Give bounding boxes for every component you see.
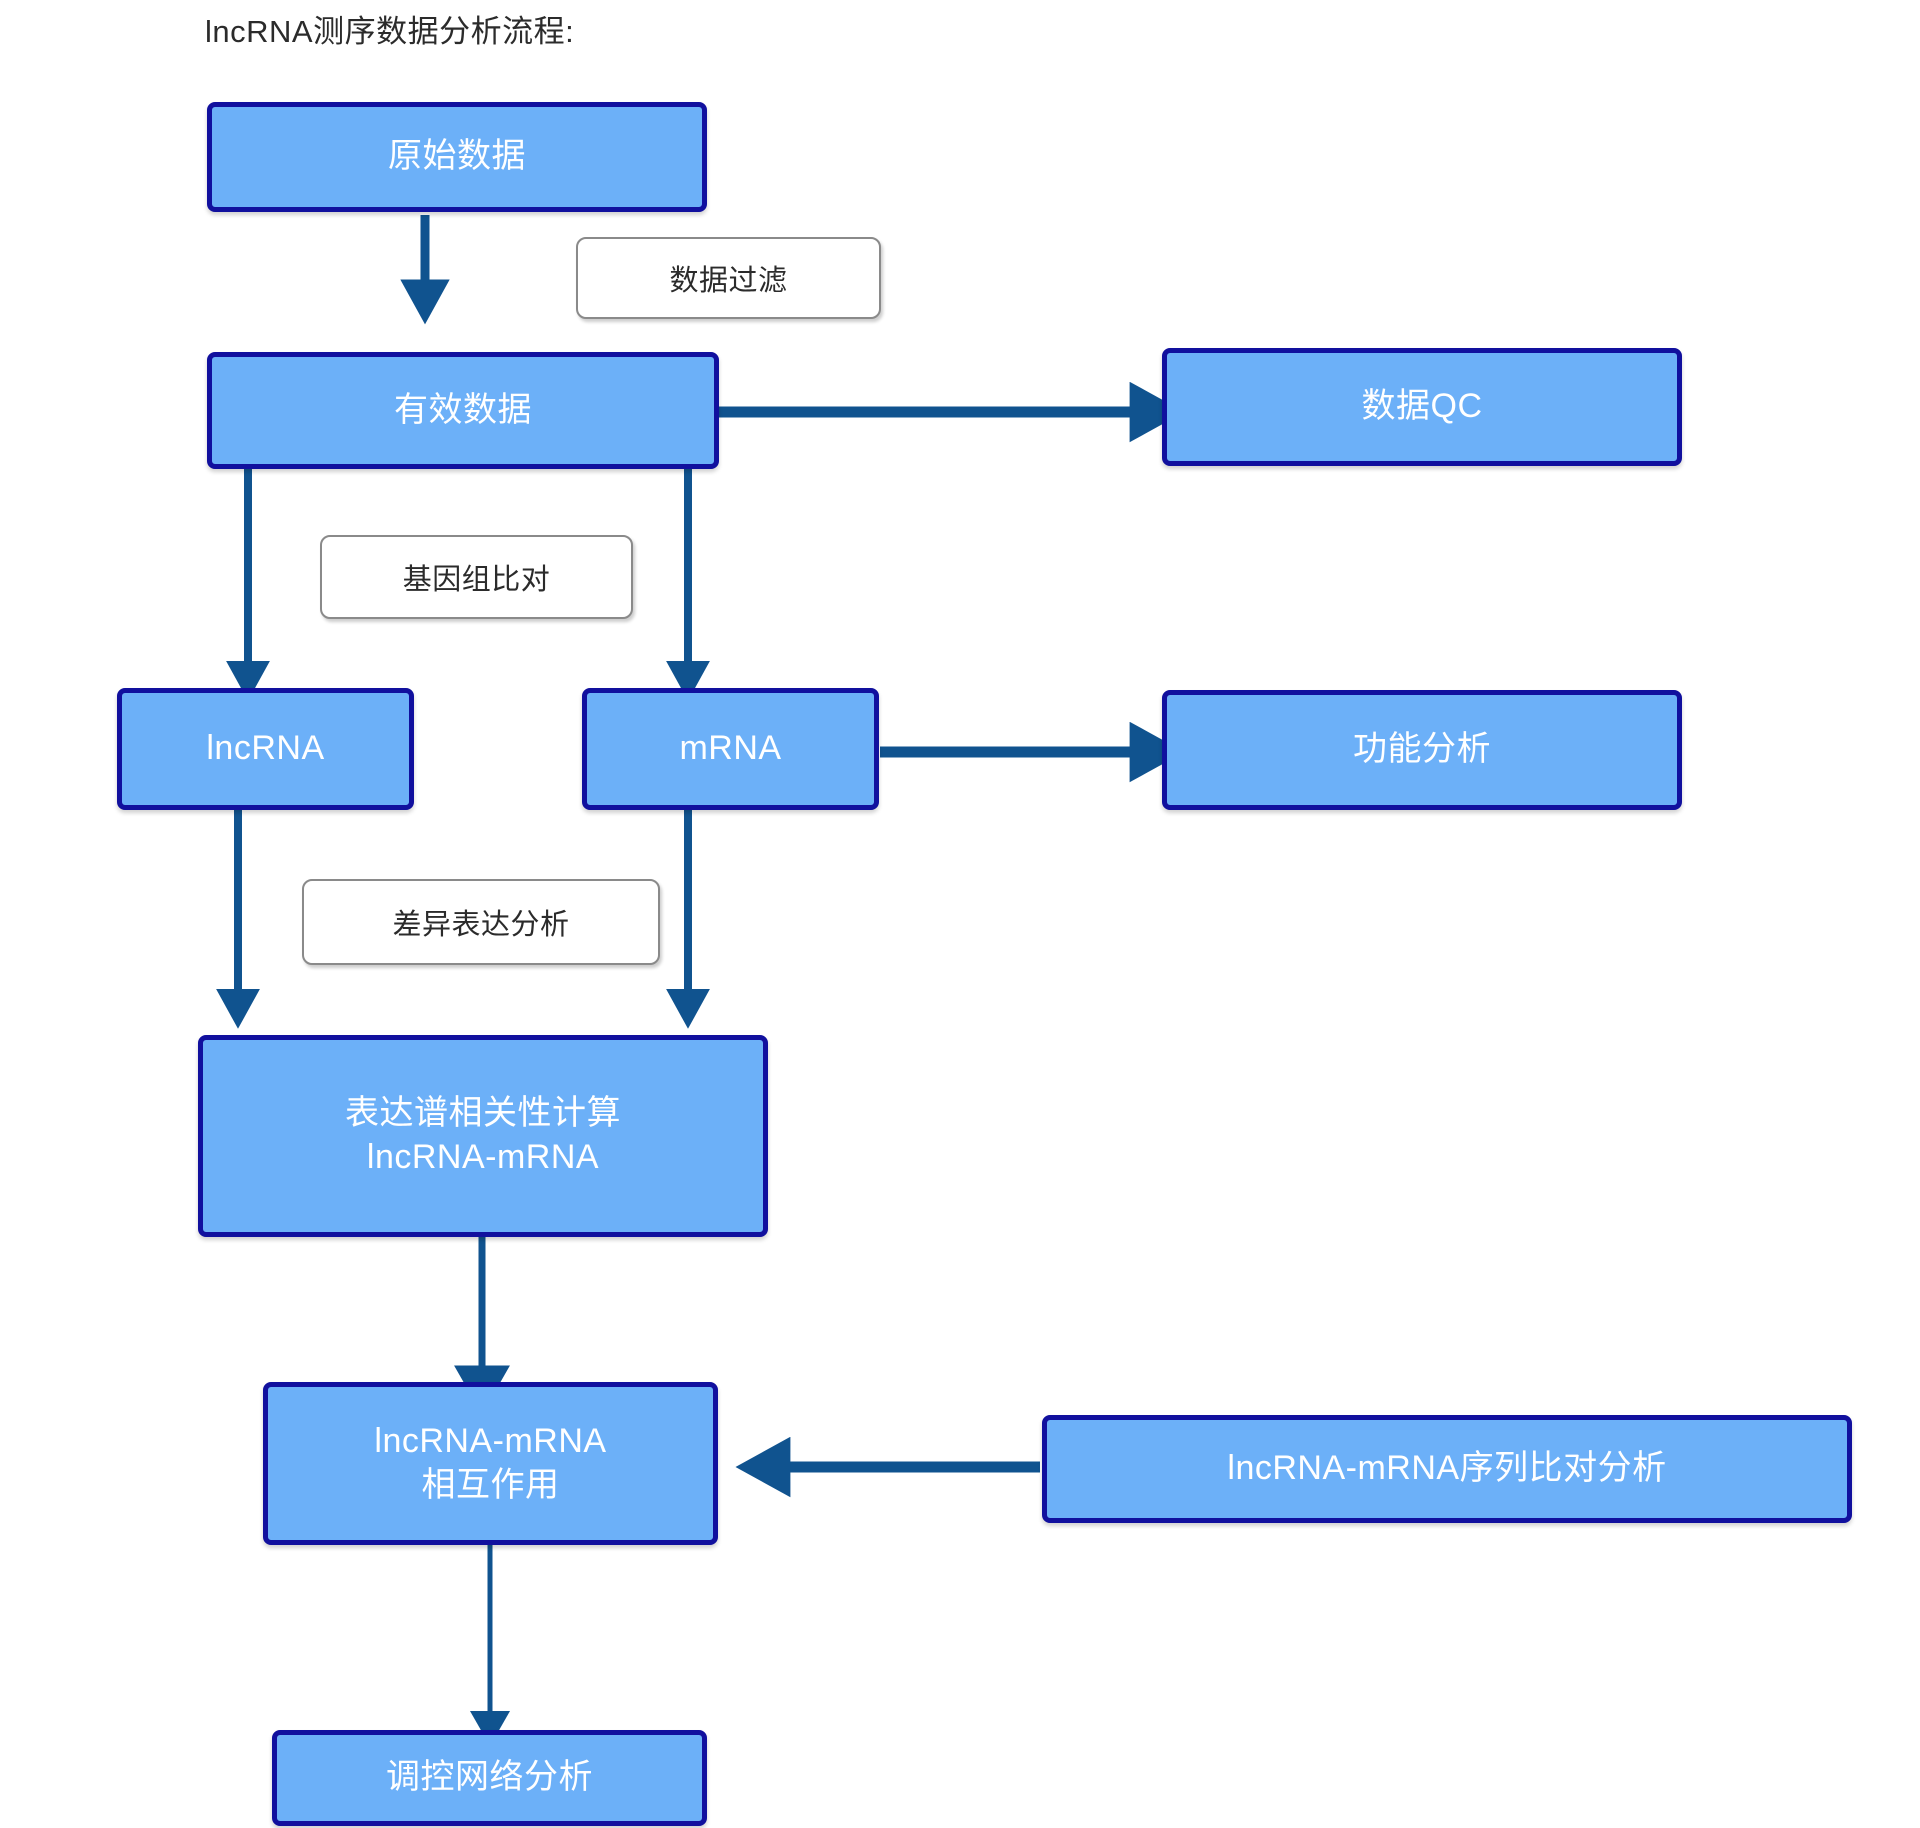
node-sequence-align[interactable]: lncRNA-mRNA序列比对分析: [1042, 1415, 1852, 1523]
node-sequence-align-label: lncRNA-mRNA序列比对分析: [1227, 1449, 1667, 1488]
edge-label-differential-expression: 差异表达分析: [302, 879, 660, 965]
node-interaction[interactable]: lncRNA-mRNA 相互作用: [263, 1382, 718, 1545]
node-correlation[interactable]: 表达谱相关性计算 lncRNA-mRNA: [198, 1035, 768, 1237]
node-mrna-label: mRNA: [679, 729, 782, 768]
edge-label-differential-expression-text: 差异表达分析: [392, 909, 570, 941]
node-function-analysis-label: 功能分析: [1353, 730, 1491, 769]
node-valid-data[interactable]: 有效数据: [207, 352, 719, 469]
node-lncrna[interactable]: lncRNA: [117, 688, 414, 810]
node-data-qc-label: 数据QC: [1361, 387, 1483, 426]
node-data-qc[interactable]: 数据QC: [1162, 348, 1682, 466]
edge-label-data-filter-text: 数据过滤: [669, 265, 788, 297]
edge-label-genome-alignment: 基因组比对: [320, 535, 633, 619]
node-interaction-label: lncRNA-mRNA 相互作用: [374, 1421, 607, 1504]
edge-label-genome-alignment-text: 基因组比对: [402, 564, 551, 596]
page-title: lncRNA测序数据分析流程:: [205, 14, 575, 49]
node-raw-data-label: 原始数据: [388, 137, 526, 176]
node-valid-data-label: 有效数据: [394, 390, 532, 429]
node-network-label: 调控网络分析: [386, 1758, 593, 1797]
edge-label-data-filter: 数据过滤: [576, 237, 881, 319]
node-correlation-label: 表达谱相关性计算 lncRNA-mRNA: [345, 1094, 621, 1176]
node-network[interactable]: 调控网络分析: [272, 1730, 707, 1826]
node-function-analysis[interactable]: 功能分析: [1162, 690, 1682, 810]
node-raw-data[interactable]: 原始数据: [207, 102, 707, 212]
node-lncrna-label: lncRNA: [206, 729, 325, 768]
node-mrna[interactable]: mRNA: [582, 688, 879, 810]
